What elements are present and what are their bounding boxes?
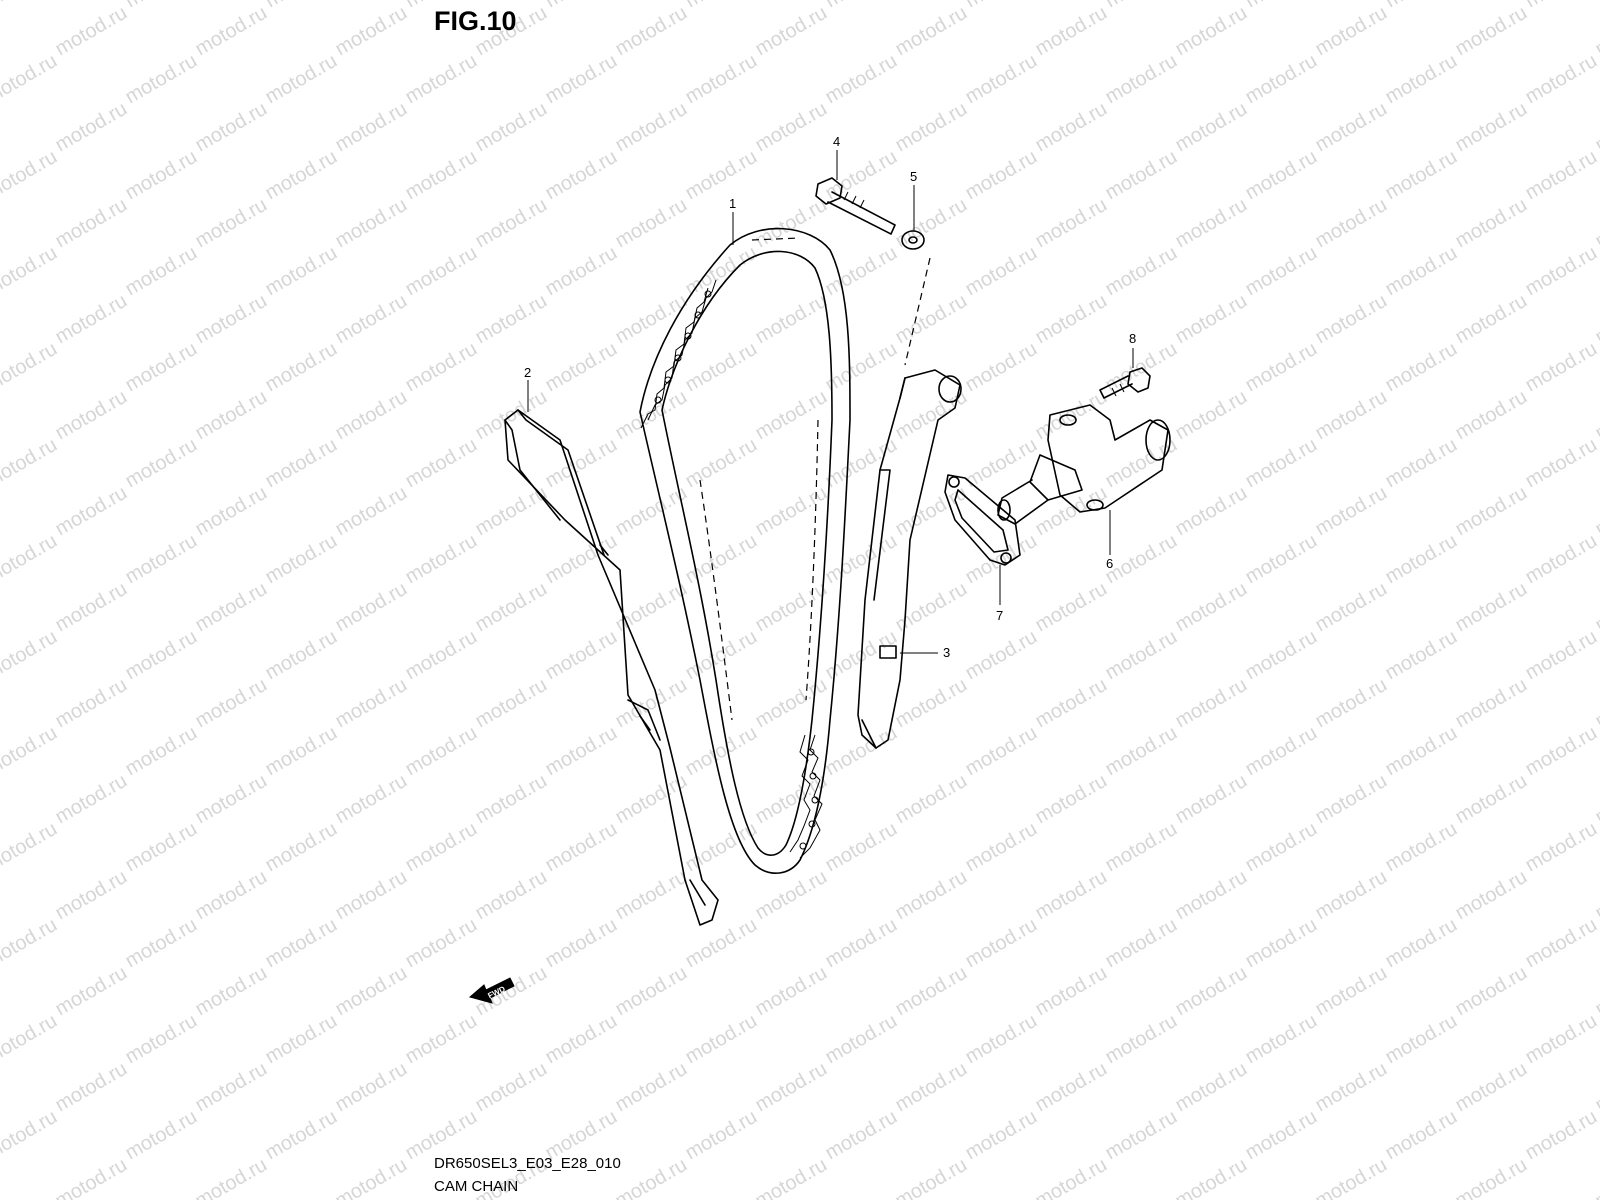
- callout-8: 8: [1129, 331, 1136, 346]
- callouts: 1 2 3 4 5 6 7 8: [524, 134, 1136, 660]
- callout-1: 1: [729, 196, 736, 211]
- washer: [901, 230, 931, 366]
- forward-direction-arrow-icon: FWD: [468, 977, 515, 1004]
- callout-2: 2: [524, 365, 531, 380]
- callout-leaders: [527, 150, 1134, 654]
- callout-7: 7: [996, 608, 1003, 623]
- diagram-name: CAM CHAIN: [434, 1178, 519, 1195]
- cam-chain: [639, 227, 851, 874]
- rear-chain-guide: [504, 409, 719, 926]
- guide-pivot-bolt: [815, 177, 896, 235]
- fwd-label: FWD: [486, 984, 507, 1000]
- callout-4: 4: [833, 134, 840, 149]
- tensioner-bolt: [1099, 367, 1151, 399]
- callout-5: 5: [910, 169, 917, 184]
- figure-title: FIG.10: [434, 6, 517, 36]
- diagram-code: DR650SEL3_E03_E28_010: [434, 1155, 621, 1172]
- tensioner-chain-guide: [857, 369, 962, 749]
- tensioner-gasket: [944, 474, 1021, 566]
- callout-6: 6: [1106, 556, 1113, 571]
- callout-3: 3: [943, 645, 950, 660]
- cam-chain-tensioner: [997, 404, 1171, 525]
